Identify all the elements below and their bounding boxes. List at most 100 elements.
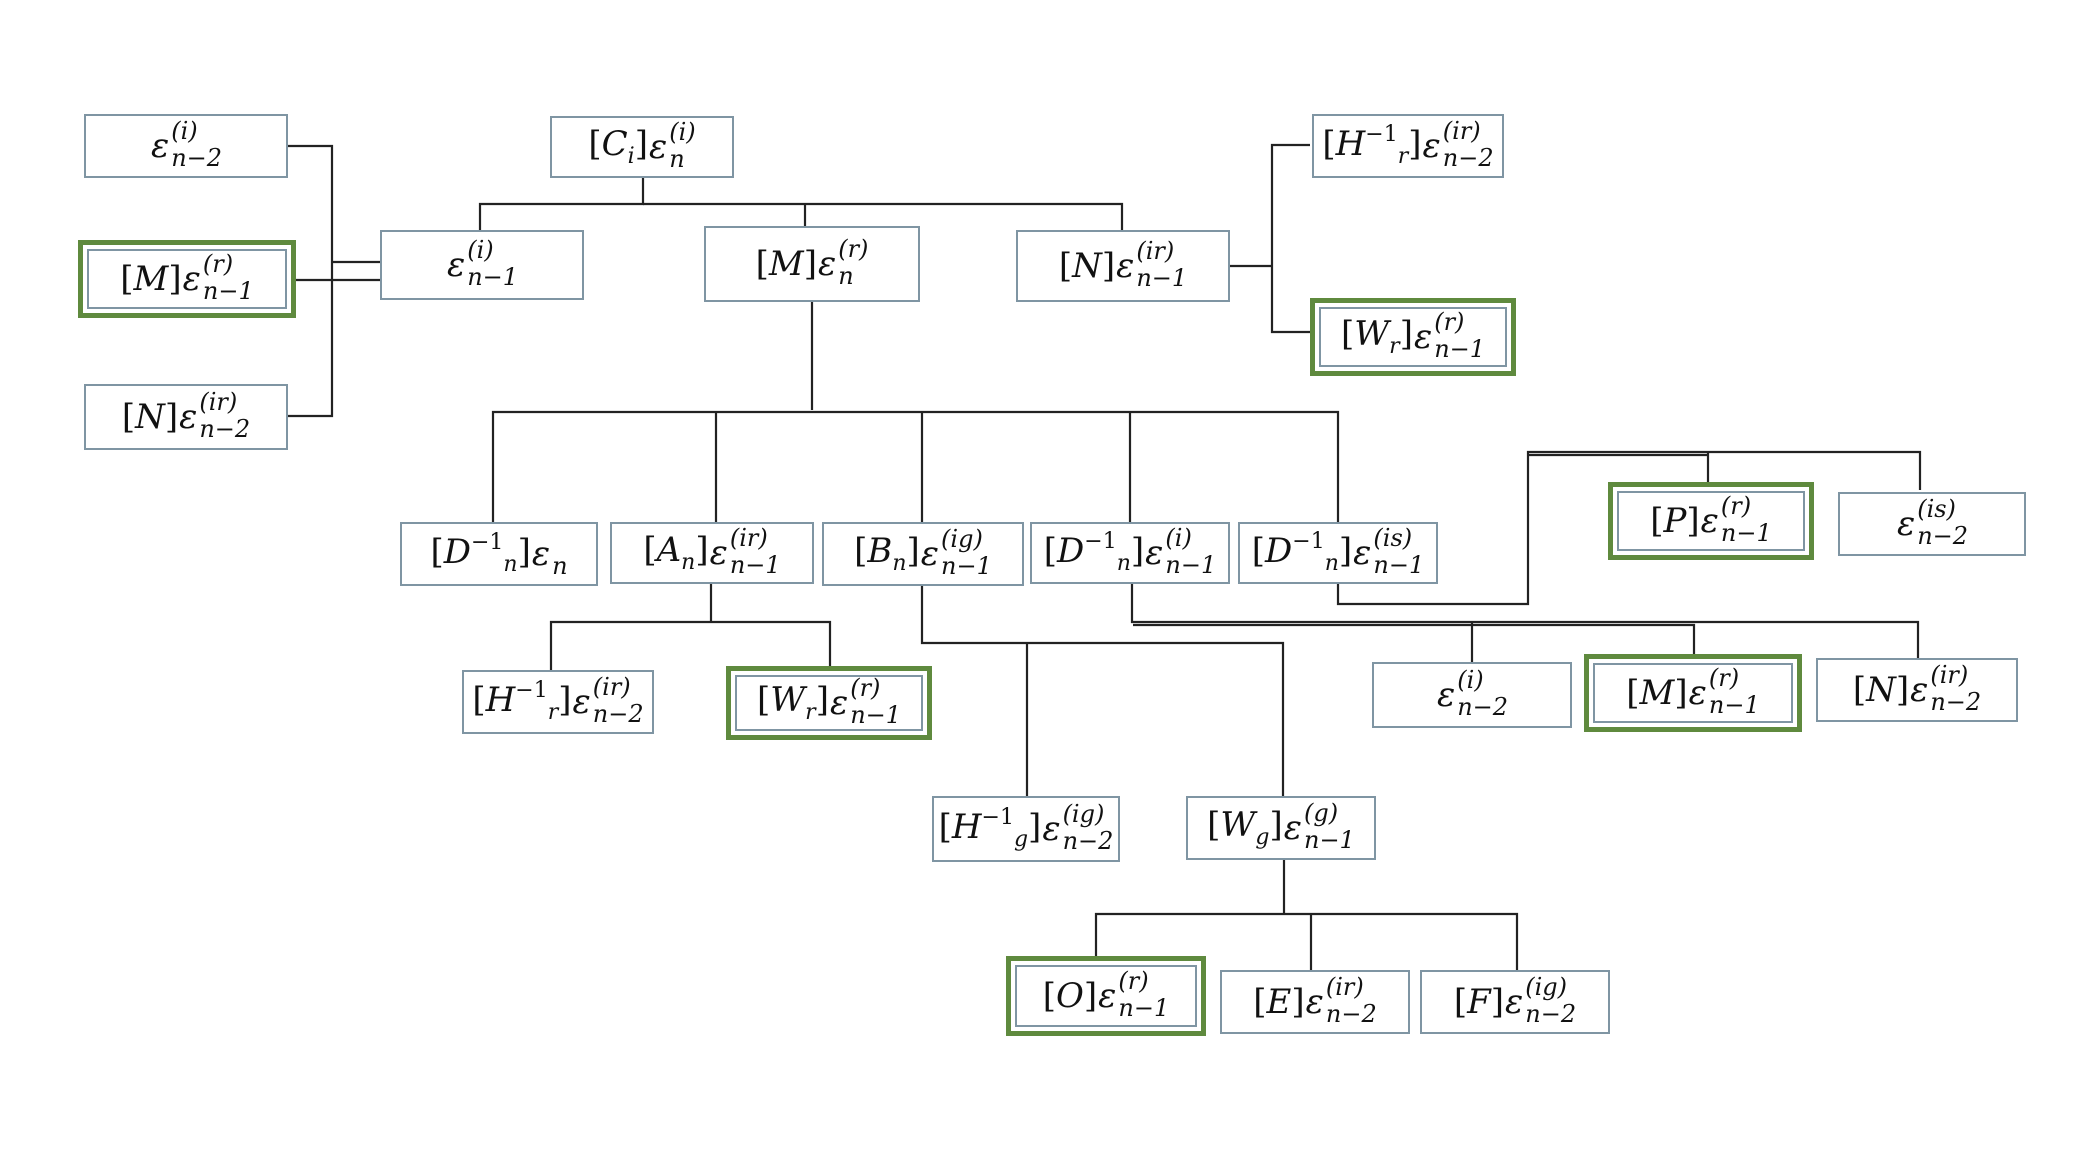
- coefficient: [M]: [120, 262, 181, 296]
- epsilon-indices: (i)n: [669, 120, 695, 171]
- bracket-open: [: [755, 244, 769, 284]
- term-box: [An]ε(ir)n−1: [610, 522, 814, 584]
- bracket-open: [: [472, 680, 486, 720]
- epsilon-indices: (r)n−1: [850, 676, 901, 727]
- bracket-open: [: [1322, 124, 1336, 164]
- coefficient-subscript: g: [1255, 824, 1270, 850]
- bracket-close: ]: [558, 680, 572, 720]
- epsilon-superscript: (i): [669, 117, 696, 146]
- epsilon-symbol: ε: [1505, 982, 1524, 1022]
- epsilon-subscript: n−1: [1165, 550, 1217, 579]
- term-box: [D−1n]ε(i)n−1: [1030, 522, 1230, 584]
- bracket-open: [: [588, 123, 602, 164]
- coefficient: [O]: [1043, 979, 1097, 1013]
- bracket-close: ]: [168, 259, 182, 299]
- term-box: [D−1n]ε n: [400, 522, 598, 586]
- coefficient: [Wg]: [1207, 808, 1283, 849]
- epsilon-superscript: (i): [171, 116, 198, 145]
- epsilon-symbol: ε: [1305, 982, 1324, 1022]
- connector: [1270, 143, 1312, 334]
- epsilon-symbol: ε: [1116, 246, 1135, 286]
- bracket-open: [: [756, 679, 771, 720]
- epsilon-subscript: n−1: [1303, 825, 1355, 854]
- term-box: [Bn]ε(ig)n−1: [822, 522, 1024, 586]
- epsilon-indices: (i)n−1: [1165, 526, 1216, 577]
- epsilon-subscript: n−1: [1708, 690, 1760, 719]
- bracket-close: ]: [1083, 976, 1098, 1016]
- term-expression: ε(i)n−2: [150, 116, 222, 172]
- epsilon-indices: (is)n−1: [1373, 526, 1424, 577]
- bracket-close: ]: [1399, 313, 1413, 354]
- epsilon-subscript: n−2: [592, 699, 644, 728]
- epsilon-symbol: ε: [1910, 670, 1929, 710]
- term-expression: [Wr]ε(r)n−1: [756, 676, 901, 729]
- epsilon-superscript: (i): [1457, 665, 1484, 694]
- coefficient: [Ci]: [588, 127, 648, 168]
- term-box: ε(i)n−2: [84, 114, 288, 178]
- epsilon-indices: (i)n−1: [467, 238, 518, 289]
- coefficient-exponent: −1: [1084, 529, 1117, 554]
- coefficient-subscript: n: [1324, 551, 1339, 576]
- bracket-open: [: [1340, 313, 1355, 354]
- term-expression: [Bn]ε(ig)n−1: [854, 527, 992, 580]
- epsilon-symbol: ε: [531, 534, 551, 574]
- epsilon-indices: n: [552, 527, 567, 578]
- term-box: ε(i)n−2: [1372, 662, 1572, 728]
- epsilon-symbol: ε: [920, 534, 940, 574]
- bracket-close: ]: [815, 679, 829, 720]
- epsilon-indices: (r)n: [838, 237, 868, 288]
- bracket-open: [: [430, 532, 444, 572]
- epsilon-superscript: (ir): [1442, 116, 1481, 145]
- term-box: [N]ε(ir)n−2: [84, 384, 288, 450]
- bracket-open: [: [1650, 501, 1664, 541]
- coefficient: [F]: [1454, 985, 1504, 1019]
- epsilon-subscript: n: [552, 551, 568, 580]
- epsilon-subscript: n−1: [850, 700, 902, 729]
- term-expression: [N]ε(ir)n−2: [122, 390, 250, 443]
- term-box: [Wg]ε(g)n−1: [1186, 796, 1376, 860]
- term-expression: [H−1r]ε(ir)n−2: [1322, 116, 1493, 172]
- term-expression: [An]ε(ir)n−1: [643, 526, 780, 579]
- epsilon-superscript: (r): [1720, 491, 1752, 520]
- highlighted-term-box: [O]ε(r)n−1: [1006, 956, 1206, 1036]
- bracket-open: [: [1207, 804, 1221, 845]
- epsilon-superscript: (ig): [1062, 799, 1105, 828]
- connector: [643, 202, 1124, 230]
- bracket-open: [: [1852, 670, 1867, 710]
- term-box: [N]ε(ir)n−2: [1816, 658, 2018, 722]
- term-box: [N]ε(ir)n−1: [1016, 230, 1230, 302]
- epsilon-subscript: n−1: [467, 262, 519, 291]
- epsilon-indices: (ig)n−2: [1063, 802, 1114, 853]
- epsilon-symbol: ε: [1353, 533, 1372, 573]
- connector: [1130, 584, 1920, 662]
- coefficient: [D−1n]: [430, 532, 530, 576]
- term-expression: [N]ε(ir)n−1: [1059, 239, 1187, 292]
- coefficient: [M]: [1626, 676, 1687, 710]
- epsilon-superscript: (r): [1434, 307, 1465, 336]
- epsilon-symbol: ε: [1042, 809, 1061, 849]
- term-box: ε(is)n−2: [1838, 492, 2026, 556]
- term-box: [H−1r]ε(ir)n−2: [462, 670, 654, 734]
- epsilon-indices: (ig)n−1: [941, 527, 992, 578]
- coefficient-symbol: W: [1354, 313, 1390, 354]
- epsilon-subscript: n−2: [1062, 826, 1114, 855]
- coefficient-subscript: r: [1397, 144, 1409, 169]
- epsilon-symbol: ε: [1098, 976, 1117, 1016]
- term-expression: [D−1n]ε n: [430, 529, 567, 580]
- epsilon-superscript: (r): [850, 673, 881, 702]
- bracket-close: ]: [906, 530, 920, 571]
- bracket-open: [: [1251, 531, 1266, 571]
- epsilon-indices: (ir)n−2: [199, 390, 250, 441]
- term-expression: [D−1n]ε(i)n−1: [1044, 526, 1217, 579]
- epsilon-symbol: ε: [1700, 501, 1719, 541]
- bracket-close: ]: [1686, 501, 1700, 541]
- epsilon-superscript: (r): [1118, 966, 1149, 995]
- coefficient-symbol: N: [1072, 246, 1102, 286]
- epsilon-superscript: (ir): [1930, 660, 1969, 689]
- term-expression: [D−1n]ε(is)n−1: [1251, 526, 1425, 579]
- coefficient-subscript: r: [547, 700, 559, 725]
- epsilon-superscript: (is): [1917, 494, 1956, 523]
- coefficient-subscript: n: [892, 550, 907, 576]
- coefficient-symbol: D: [443, 532, 471, 572]
